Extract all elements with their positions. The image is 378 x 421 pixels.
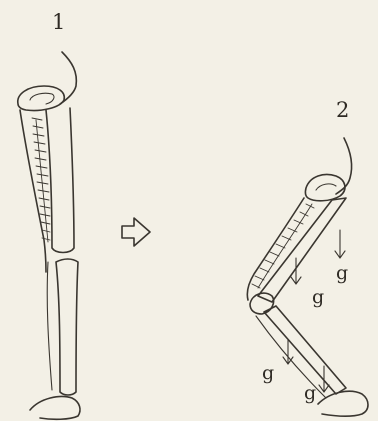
gravity-arrow <box>335 230 345 258</box>
fig2-tibia <box>264 306 346 394</box>
gravity-label: g <box>304 384 316 403</box>
fig2-knee <box>250 293 274 314</box>
fig1-femur-head-inner <box>30 93 54 104</box>
fig1-calf-outline <box>47 262 52 390</box>
fig2-thigh-outline <box>247 198 304 300</box>
gravity-arrows <box>283 230 345 392</box>
fig2-femur-head <box>305 175 345 201</box>
gravity-arrow <box>319 366 329 392</box>
fig1-tibia <box>56 259 78 395</box>
fig2-femur-head-inner <box>316 184 336 190</box>
fig2-hip-curve <box>336 138 352 194</box>
fig2-foot <box>318 391 368 416</box>
gravity-label: g <box>336 264 348 283</box>
fig1-hip-curve <box>60 52 76 104</box>
fig2-muscle-hatching <box>252 204 314 288</box>
gravity-label: g <box>312 288 324 307</box>
figure-1-label: 1 <box>52 12 65 33</box>
gravity-arrow <box>291 258 301 284</box>
figure-2-label: 2 <box>336 100 349 121</box>
fig1-femur <box>46 108 74 253</box>
fig1-foot <box>30 397 80 420</box>
figure-1-straight-leg <box>18 52 80 419</box>
fig1-femur-head <box>18 86 65 111</box>
hollow-right-arrow-icon <box>122 218 150 246</box>
fig2-femur <box>258 198 346 302</box>
gravity-label: g <box>262 364 274 383</box>
